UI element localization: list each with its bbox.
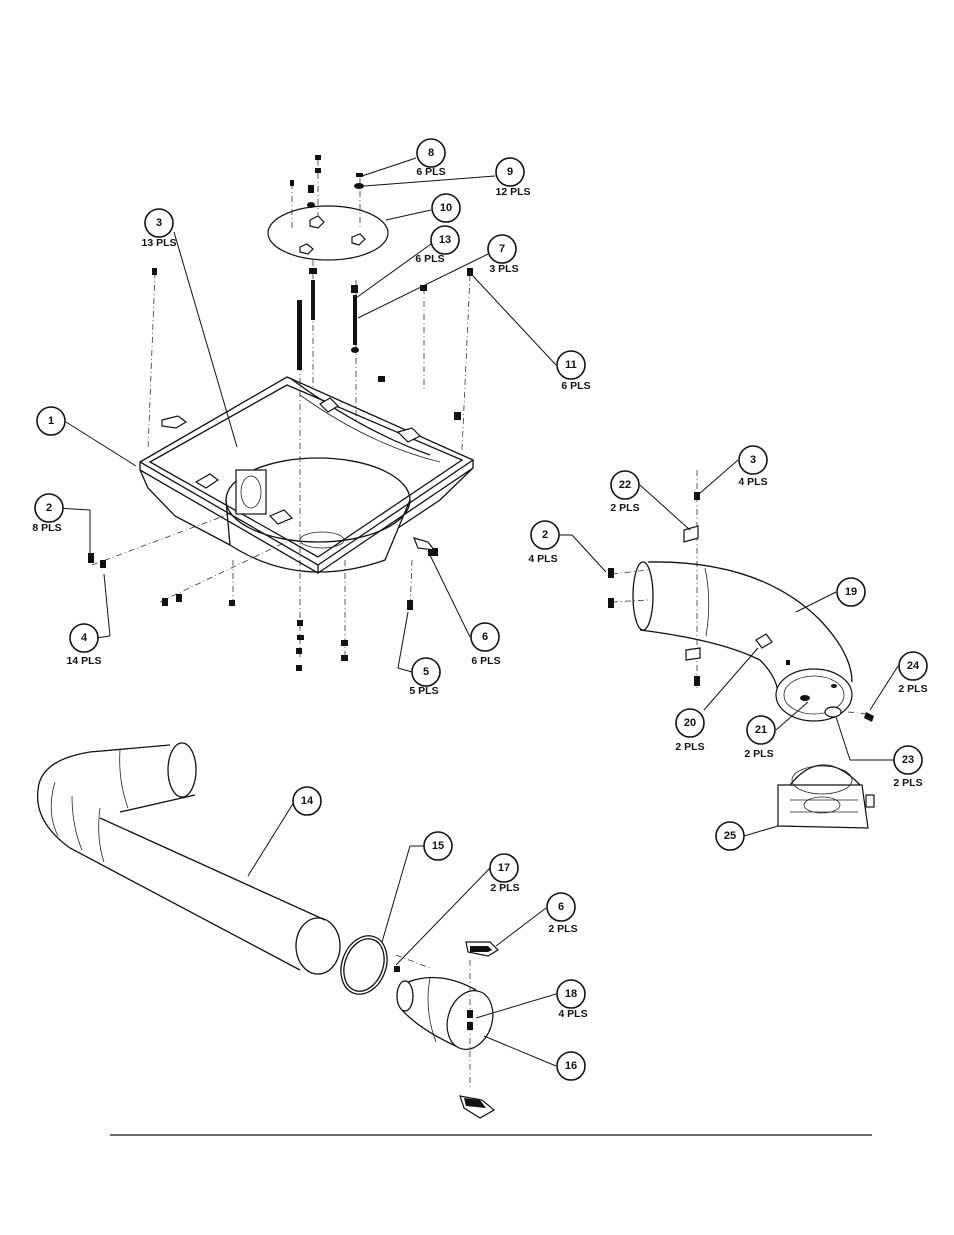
callout-20: 20 2 PLS — [675, 709, 704, 753]
callout-11: 11 6 PLS — [557, 351, 591, 392]
callout-21: 21 2 PLS — [744, 716, 775, 760]
callout-9: 9 12 PLS — [495, 158, 530, 198]
callout-13: 13 6 PLS — [415, 226, 459, 265]
callout-number: 6 — [482, 631, 488, 643]
callout-quantity: 8 PLS — [32, 522, 61, 534]
callout-number: 21 — [755, 724, 767, 736]
callout-quantity: 2 PLS — [490, 882, 519, 894]
callout-number: 15 — [432, 840, 444, 852]
callout-18: 18 4 PLS — [557, 980, 588, 1020]
callout-quantity: 4 PLS — [558, 1008, 587, 1020]
callout-6-lower: 6 2 PLS — [547, 893, 578, 935]
callout-quantity: 6 PLS — [416, 166, 445, 178]
callout-number: 4 — [81, 632, 88, 644]
callout-2-right: 2 4 PLS — [528, 521, 559, 565]
callout-number: 16 — [565, 1060, 577, 1072]
callout-quantity: 14 PLS — [66, 655, 101, 667]
leader-lines — [56, 158, 898, 1066]
callout-6-upper: 6 6 PLS — [471, 623, 501, 667]
callout-quantity: 2 PLS — [898, 683, 927, 695]
callout-number: 24 — [907, 660, 920, 672]
callout-quantity: 4 PLS — [738, 476, 767, 488]
callout-17: 17 2 PLS — [490, 854, 520, 894]
callout-5: 5 5 PLS — [409, 658, 440, 697]
callout-number: 22 — [619, 479, 631, 491]
callout-number: 8 — [428, 147, 434, 159]
callout-number: 2 — [46, 502, 52, 514]
callout-quantity: 5 PLS — [409, 685, 438, 697]
callout-number: 13 — [439, 234, 451, 246]
callout-number: 20 — [684, 717, 696, 729]
callout-25: 25 — [716, 822, 744, 850]
lid-plate — [268, 206, 388, 260]
callout-number: 11 — [565, 359, 577, 371]
callout-10: 10 — [432, 194, 460, 222]
callout-number: 2 — [542, 529, 548, 541]
callout-number: 6 — [558, 901, 564, 913]
callout-3-right: 3 4 PLS — [738, 446, 767, 488]
callout-23: 23 2 PLS — [893, 746, 922, 789]
callout-number: 7 — [499, 243, 505, 255]
callout-quantity: 6 PLS — [561, 380, 590, 392]
callout-24: 24 2 PLS — [898, 652, 927, 695]
callout-8: 8 6 PLS — [416, 139, 445, 178]
callout-quantity: 2 PLS — [675, 741, 704, 753]
callout-quantity: 6 PLS — [471, 655, 500, 667]
callout-2-left: 2 8 PLS — [32, 494, 63, 534]
tube-assembly — [38, 743, 501, 1118]
callout-quantity: 6 PLS — [415, 253, 444, 265]
callout-22: 22 2 PLS — [610, 471, 639, 514]
callout-1: 1 — [37, 407, 65, 435]
callout-number: 14 — [301, 795, 314, 807]
callout-quantity: 4 PLS — [528, 553, 557, 565]
callout-quantity: 3 PLS — [489, 263, 518, 275]
callout-number: 3 — [750, 454, 756, 466]
callout-number: 17 — [498, 862, 510, 874]
callout-quantity: 2 PLS — [610, 502, 639, 514]
callout-quantity: 2 PLS — [548, 923, 577, 935]
callout-quantity: 12 PLS — [495, 186, 530, 198]
callout-number: 25 — [724, 830, 736, 842]
callout-number: 19 — [845, 586, 857, 598]
callout-number: 18 — [565, 988, 577, 1000]
callout-quantity: 13 PLS — [141, 237, 176, 249]
callout-number: 5 — [423, 666, 429, 678]
latches — [162, 398, 434, 550]
callout-16: 16 — [557, 1052, 585, 1080]
callout-number: 23 — [902, 754, 914, 766]
callout-4: 4 14 PLS — [66, 624, 101, 667]
callout-7: 7 3 PLS — [488, 235, 519, 275]
callout-quantity: 2 PLS — [893, 777, 922, 789]
hopper-assembly — [88, 155, 473, 671]
callout-number: 10 — [440, 202, 452, 214]
callout-3-upper: 3 13 PLS — [141, 209, 176, 249]
callout-15: 15 — [424, 832, 452, 860]
elbow-assembly — [608, 470, 874, 828]
callout-number: 9 — [507, 166, 513, 178]
callout-14: 14 — [293, 787, 321, 815]
callout-19: 19 — [837, 578, 865, 606]
callout-number: 3 — [156, 217, 162, 229]
callout-quantity: 2 PLS — [744, 748, 773, 760]
callout-number: 1 — [48, 415, 54, 427]
